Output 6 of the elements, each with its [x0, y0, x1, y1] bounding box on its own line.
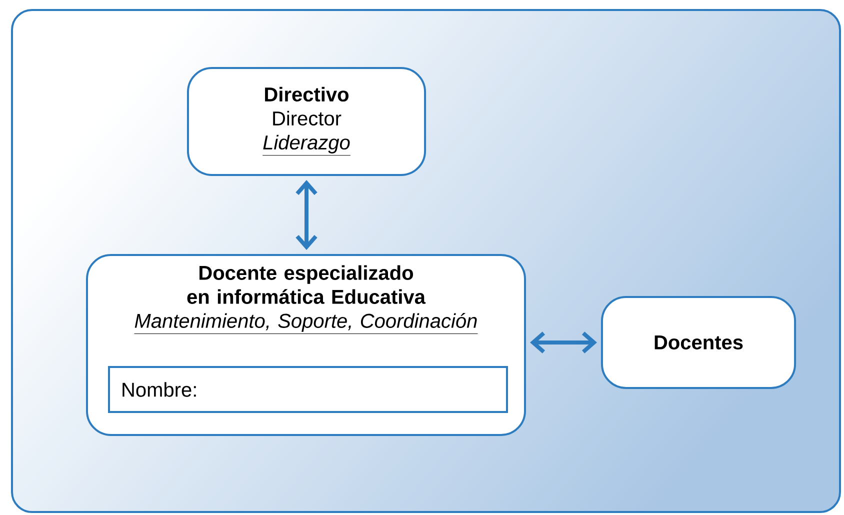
role-box: Docentes: [600, 296, 796, 389]
role-box: Directivo Director Liderazgo: [186, 67, 426, 176]
double-arrow: [296, 180, 318, 250]
double-arrow: [530, 332, 597, 354]
panel-frame: [11, 9, 841, 513]
name-field: Nombre:: [108, 366, 508, 414]
